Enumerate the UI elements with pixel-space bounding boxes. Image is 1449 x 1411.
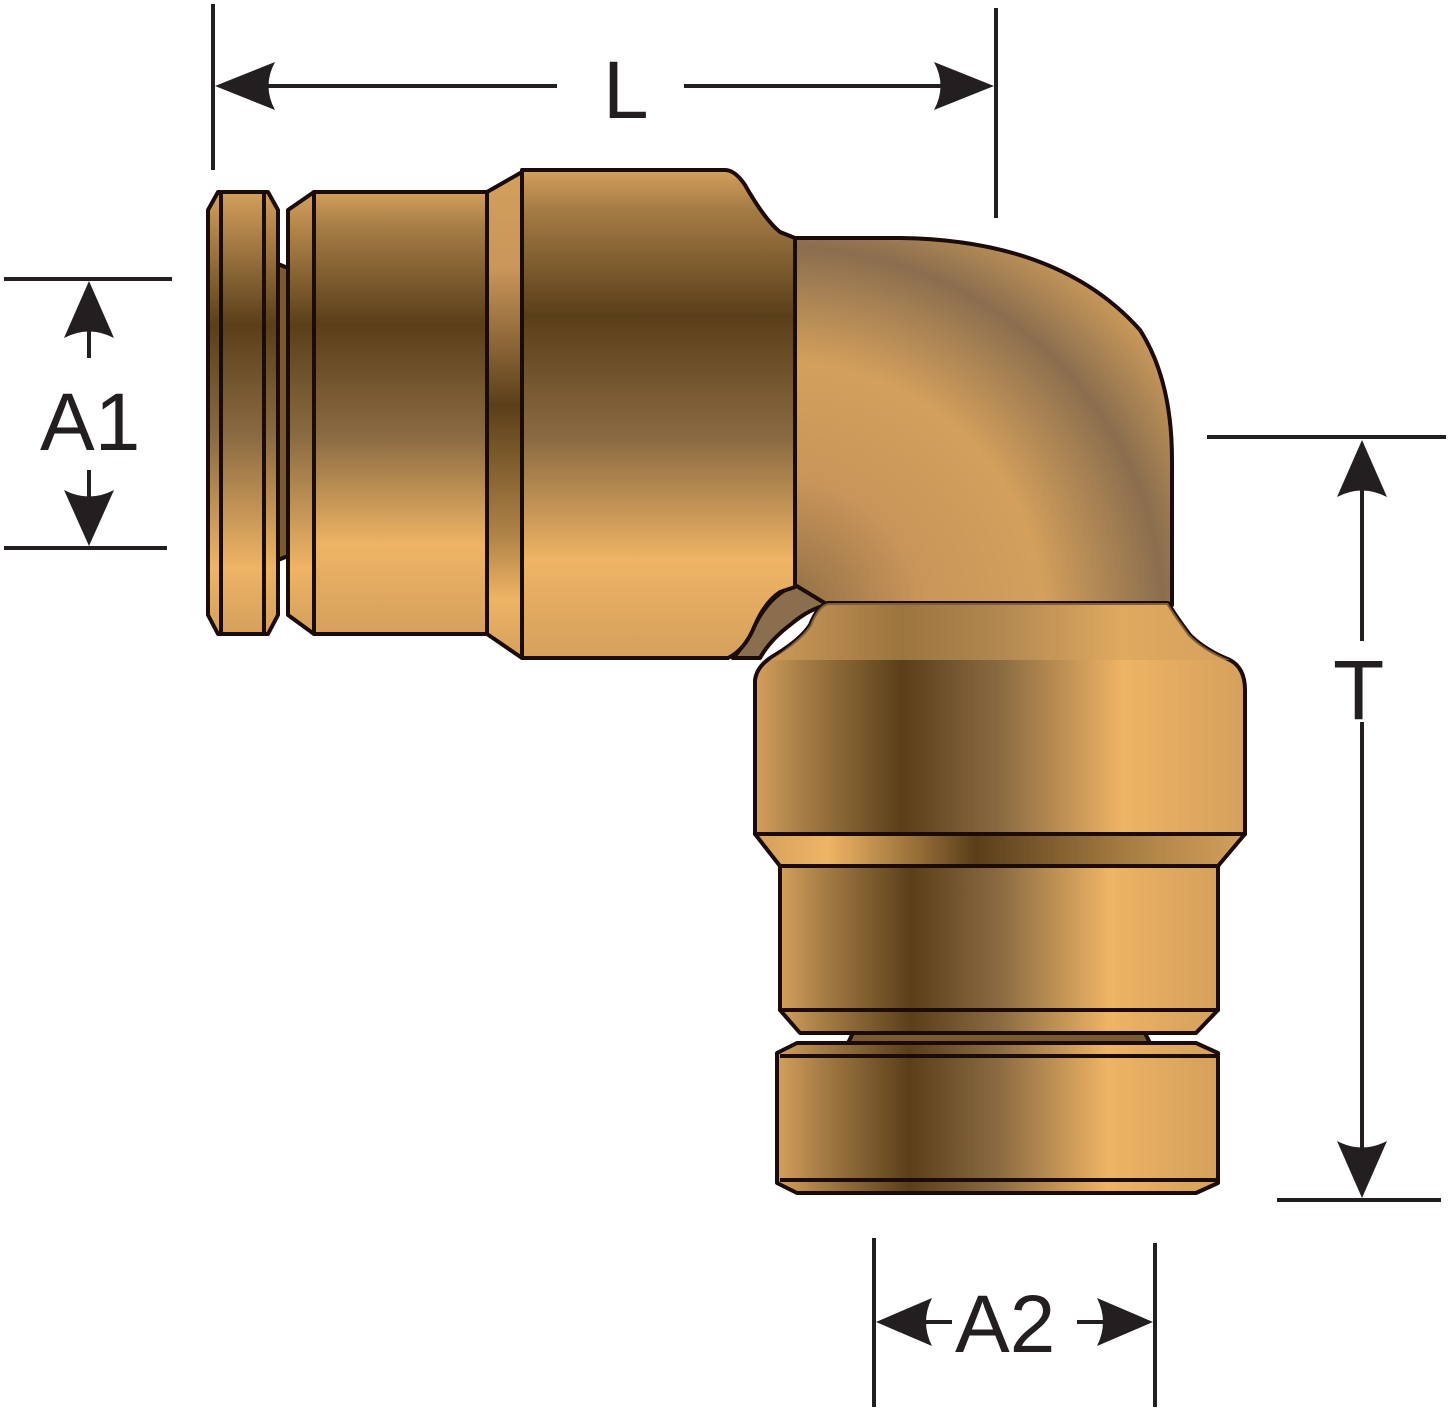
horizontal-body <box>520 168 797 660</box>
vertical-chamfer <box>753 832 1247 868</box>
arrow-right-icon <box>1097 1298 1153 1346</box>
vertical-upper-band <box>770 603 1230 660</box>
dimension-label-A1: A1 <box>40 377 141 468</box>
horizontal-chamfer <box>485 170 524 660</box>
arrow-up-icon <box>64 281 114 338</box>
dimension-A1 <box>4 277 172 550</box>
horizontal-collet-chamfer <box>286 190 316 636</box>
vertical-collet <box>778 864 1220 1012</box>
arrow-down-icon <box>64 490 114 546</box>
fitting-body <box>206 168 1247 1195</box>
dimension-label-T: T <box>1333 643 1385 737</box>
dimension-label-A2: A2 <box>955 1279 1056 1370</box>
dimension-label-L: L <box>603 45 649 136</box>
arrow-up-icon <box>1337 440 1387 497</box>
arrow-left-icon <box>215 62 275 110</box>
vertical-release-ring <box>775 1041 1220 1195</box>
dimension-A2 <box>872 1238 1157 1407</box>
arrow-down-icon <box>1337 1141 1387 1198</box>
dimension-L <box>211 4 998 218</box>
dimension-T <box>1207 435 1446 1202</box>
horizontal-collet <box>312 190 489 636</box>
vertical-collet-chamfer <box>778 1008 1220 1035</box>
arrow-right-icon <box>934 62 994 110</box>
horizontal-release-ring <box>206 190 280 636</box>
arrow-left-icon <box>876 1298 932 1346</box>
dimension-lines <box>4 4 1446 1407</box>
